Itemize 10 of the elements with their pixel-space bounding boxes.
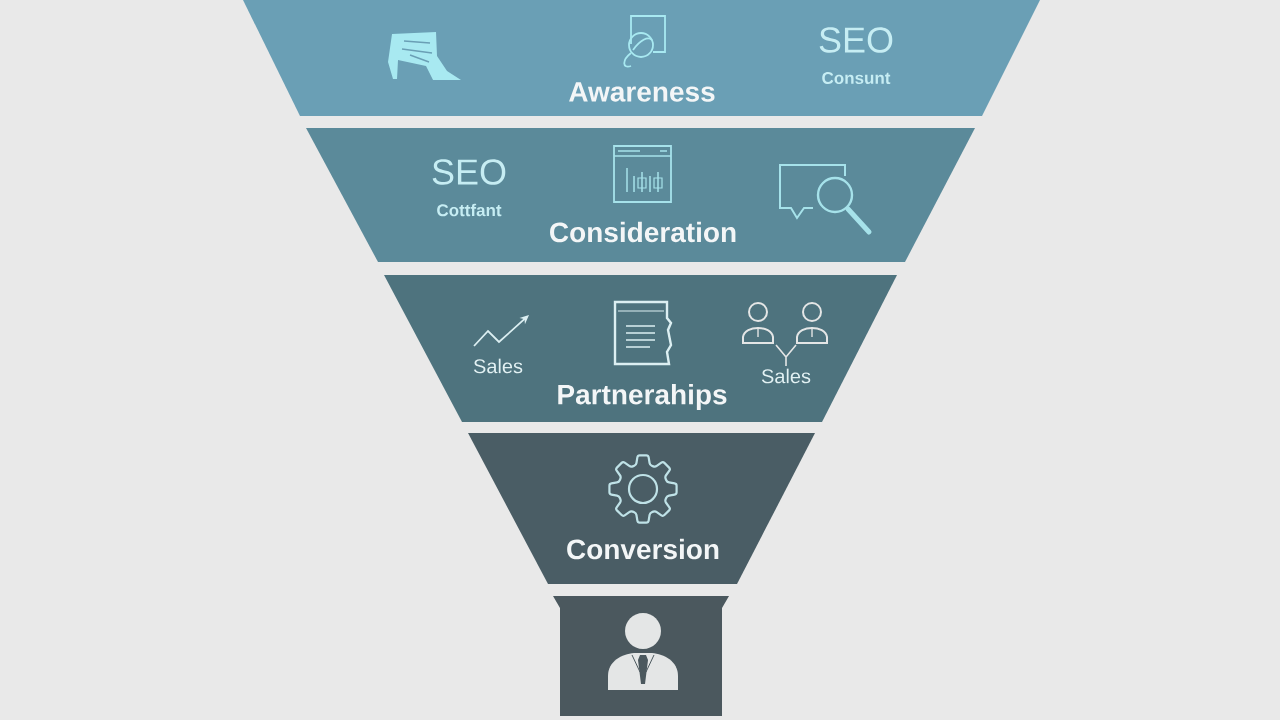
caption-label: Sales (473, 358, 523, 374)
stage-title: Awareness (569, 82, 715, 102)
stage-title: Consideration (550, 221, 736, 243)
keyword-label: SEO (432, 159, 506, 185)
stage-title: Conversion (567, 538, 719, 560)
caption-label: Sales (761, 368, 811, 384)
caption-label: Cottfant (437, 203, 502, 217)
keyword-label: SEO (819, 27, 893, 53)
stage-title: Partnerahips (558, 383, 727, 411)
caption-label: Consunt (822, 72, 891, 84)
